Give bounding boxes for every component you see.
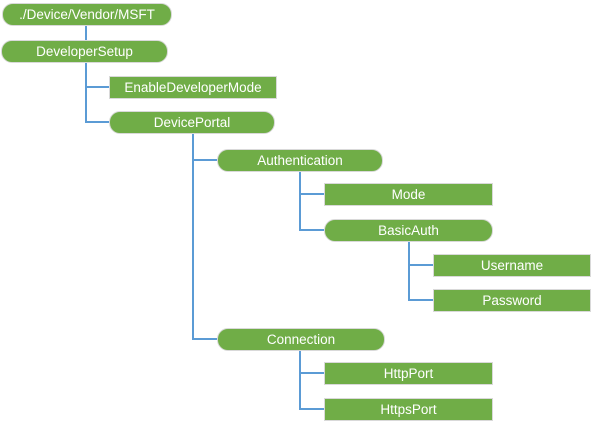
node-root-path: ./Device/Vendor/MSFT: [2, 3, 172, 26]
connector-deviceportal-trunk: [192, 133, 194, 340]
node-username: Username: [433, 254, 591, 277]
connector-branch-mode: [299, 193, 325, 195]
node-authentication: Authentication: [217, 149, 383, 172]
connector-branch-connection: [192, 338, 218, 340]
connector-authentication-trunk: [299, 171, 301, 231]
connector-branch-deviceportal: [85, 121, 110, 123]
connector-developersetup-trunk: [85, 62, 87, 123]
node-password: Password: [433, 289, 591, 312]
connector-branch-enabledevelopermode: [85, 86, 110, 88]
node-httpport: HttpPort: [324, 362, 493, 385]
node-connection: Connection: [217, 328, 385, 351]
node-deviceportal: DevicePortal: [109, 111, 275, 134]
connector-branch-httpport: [299, 372, 325, 374]
connector-basicauth-trunk: [408, 241, 410, 301]
connector-branch-authentication: [192, 159, 218, 161]
node-enabledevelopermode: EnableDeveloperMode: [109, 76, 277, 99]
connector-root-to-developersetup: [85, 26, 87, 40]
node-mode: Mode: [324, 183, 493, 206]
node-developersetup: DeveloperSetup: [1, 40, 168, 63]
node-httpsport: HttpsPort: [324, 398, 493, 421]
connector-connection-trunk: [299, 350, 301, 410]
connector-branch-username: [408, 264, 434, 266]
node-basicauth: BasicAuth: [324, 219, 493, 242]
connector-branch-basicauth: [299, 229, 325, 231]
connector-branch-httpsport: [299, 408, 325, 410]
connector-branch-password: [408, 299, 434, 301]
